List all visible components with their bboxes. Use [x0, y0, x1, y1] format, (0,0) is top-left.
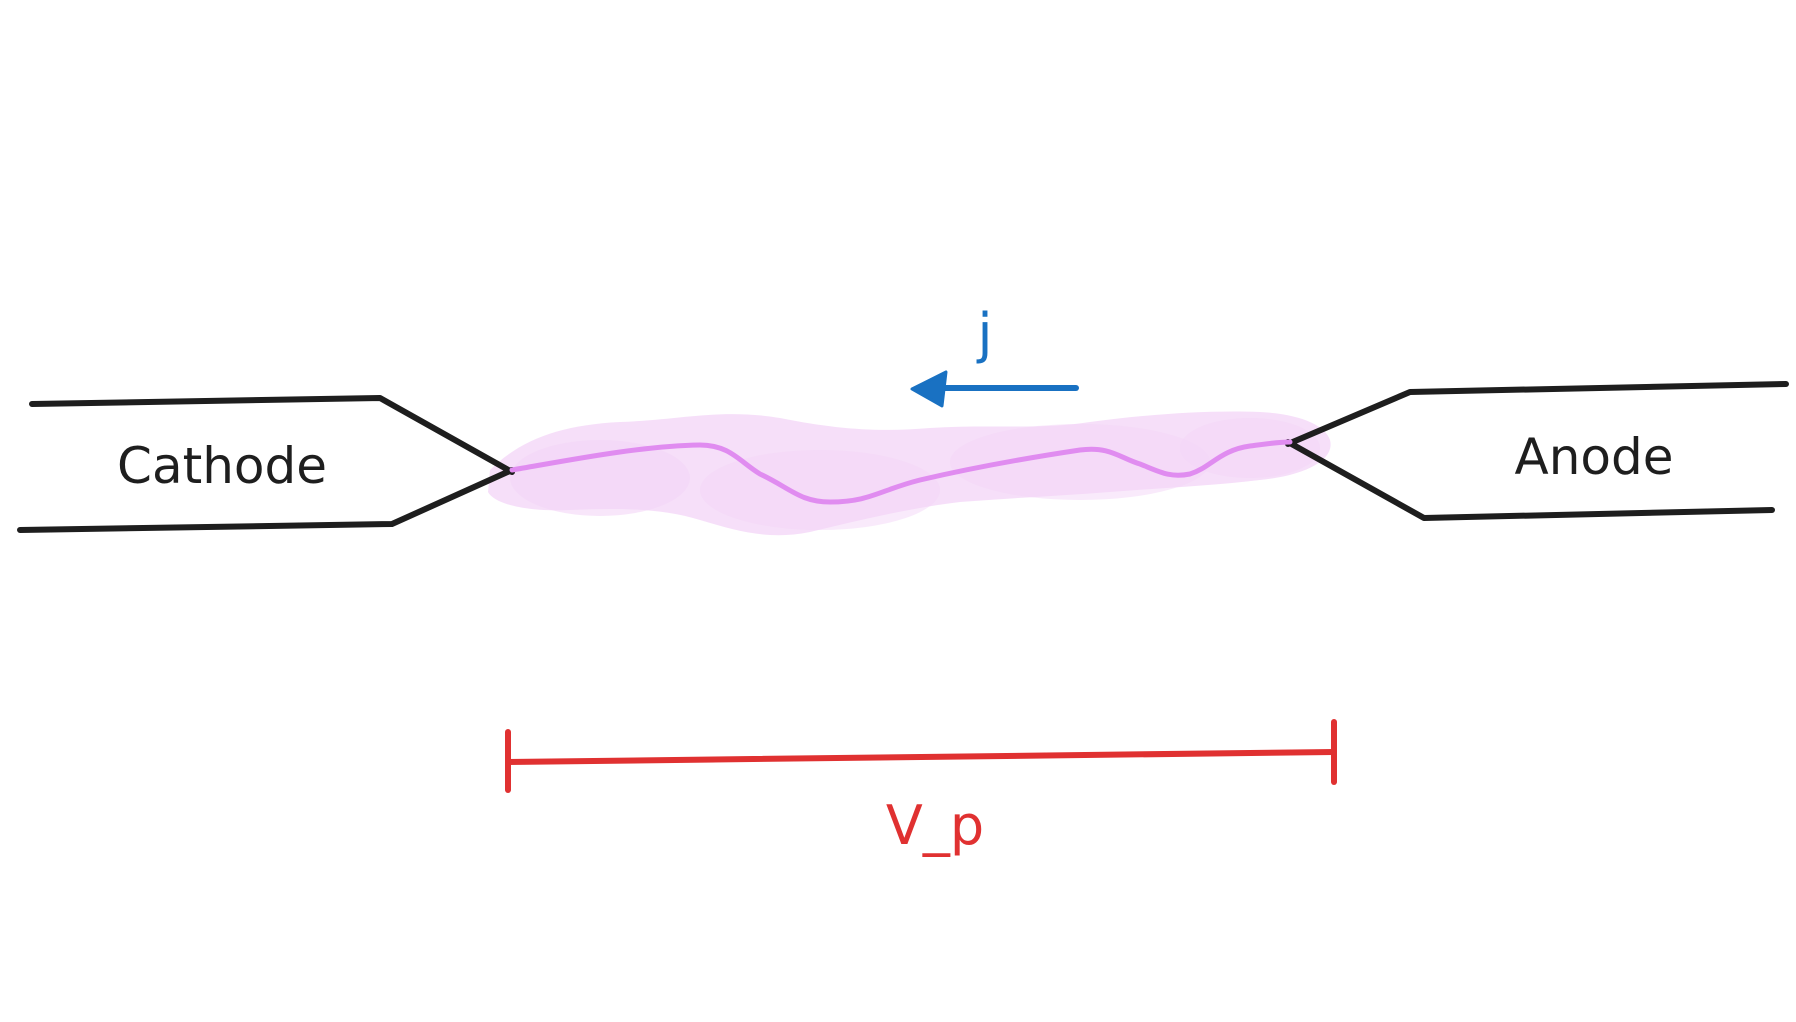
voltage-label: V_p — [886, 794, 984, 857]
voltage-bar — [505, 719, 1337, 793]
anode-electrode — [1285, 381, 1789, 521]
cathode-label: Cathode — [117, 437, 327, 495]
anode-label: Anode — [1515, 428, 1674, 486]
current-label: j — [976, 302, 992, 365]
cathode-electrode — [17, 395, 515, 533]
plasma-channel — [509, 439, 1293, 505]
plasma-glow — [488, 411, 1331, 536]
current-arrow — [910, 370, 1079, 408]
